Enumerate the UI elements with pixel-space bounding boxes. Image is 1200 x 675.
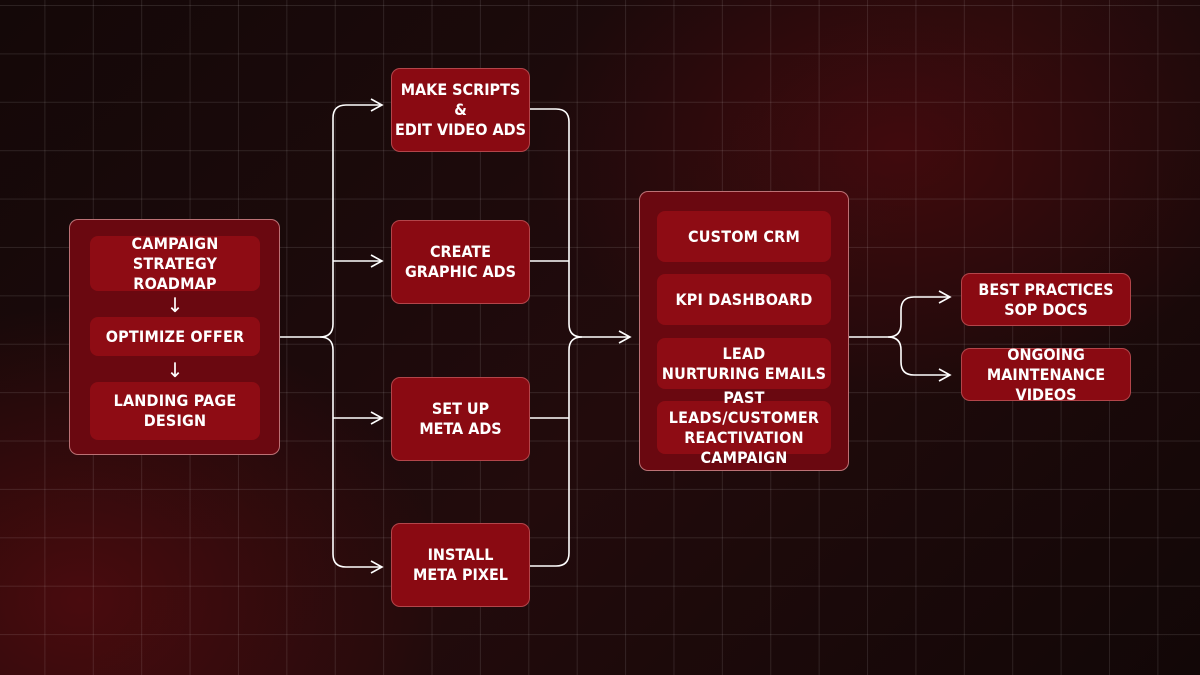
node-make-scripts-edit-video-ads[interactable]: MAKE SCRIPTS & EDIT VIDEO ADS (391, 68, 530, 152)
connector-from-meta-pixel (530, 336, 583, 567)
node-best-practices-sop-docs[interactable]: BEST PRACTICES SOP DOCS (961, 273, 1131, 326)
connector-from-video-ads (530, 108, 583, 338)
item-custom-crm[interactable]: CUSTOM CRM (657, 211, 831, 262)
item-lead-nurturing-emails[interactable]: LEAD NURTURING EMAILS (657, 338, 831, 389)
item-kpi-dashboard[interactable]: KPI DASHBOARD (657, 274, 831, 325)
node-ongoing-maintenance-videos[interactable]: ONGOING MAINTENANCE VIDEOS (961, 345, 1131, 404)
item-past-leads-reactivation-campaign[interactable]: PAST LEADS/CUSTOMER REACTIVATION CAMPAIG… (657, 388, 831, 467)
node-install-meta-pixel[interactable]: INSTALL META PIXEL (391, 523, 530, 607)
step-optimize-offer[interactable]: OPTIMIZE OFFER (90, 317, 260, 356)
arrow-down-icon: ↓ (166, 358, 184, 382)
node-create-graphic-ads[interactable]: CREATE GRAPHIC ADS (391, 220, 530, 304)
node-set-up-meta-ads[interactable]: SET UP META ADS (391, 377, 530, 461)
connector-left-trunk (280, 98, 384, 338)
connector-center-out-down (887, 336, 952, 382)
arrow-down-icon: ↓ (166, 293, 184, 317)
step-landing-page-design[interactable]: LANDING PAGE DESIGN (90, 382, 260, 440)
connector-left-trunk-down (319, 336, 384, 574)
connector-center-out (849, 290, 952, 338)
step-campaign-strategy-roadmap[interactable]: CAMPAIGN STRATEGY ROADMAP (90, 234, 260, 293)
